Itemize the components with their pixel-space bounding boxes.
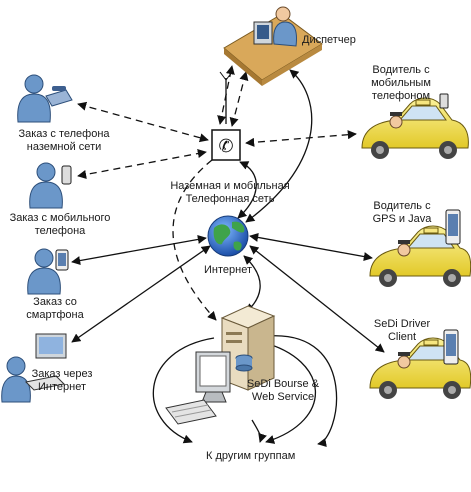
mobile-order-person bbox=[29, 162, 72, 209]
mobile-order-label-line2: телефона bbox=[34, 225, 86, 237]
smartphone-order-label: Заказ со смартфона bbox=[10, 296, 100, 322]
link-internet-driver-client bbox=[249, 245, 385, 353]
driver-gps-label: Водитель с GPS и Java bbox=[362, 200, 442, 226]
landline-order-label: Заказ с телефона наземной сети bbox=[8, 128, 120, 154]
svg-text:✆: ✆ bbox=[218, 136, 233, 157]
dispatcher-label: Диспетчер bbox=[302, 34, 356, 46]
mobile-order-label: Заказ с мобильного телефона bbox=[0, 212, 120, 238]
taxi-driver-client bbox=[369, 329, 471, 399]
desk-icon bbox=[223, 13, 323, 81]
landline-order-label-line1: Заказ с телефона bbox=[18, 128, 110, 140]
driver-mobile-label-line3: телефоном bbox=[371, 90, 431, 102]
taxi-driver-gps bbox=[369, 209, 471, 287]
internet-label: Интернет bbox=[204, 264, 252, 276]
driver-mobile-label-line1: Водитель с bbox=[372, 64, 430, 76]
driver-client-label: SeDi Driver Client bbox=[364, 318, 440, 344]
link-server-other-mid bbox=[251, 419, 267, 443]
other-groups-label: К другим группам bbox=[206, 450, 296, 462]
driver-mobile-label: Водитель с мобильным телефоном bbox=[356, 64, 446, 103]
link-internet-order-internet bbox=[71, 245, 211, 343]
person-icon bbox=[29, 162, 63, 209]
taxi-icon bbox=[361, 97, 469, 159]
mobile-phone-icon bbox=[61, 165, 72, 185]
internet-order-label: Заказ через Интернет bbox=[22, 368, 102, 394]
server-label-line1: SeDi Bourse & bbox=[246, 378, 320, 390]
keyboard-icon bbox=[24, 375, 66, 391]
phone-network-label-line1: Наземная и мобильная bbox=[170, 180, 290, 192]
person-icon bbox=[389, 112, 403, 129]
driver-gps-label-line1: Водитель с bbox=[373, 200, 431, 212]
phone-network-label-line2: Телефонная сеть bbox=[185, 193, 275, 205]
landline-order-label-line2: наземной сети bbox=[26, 141, 102, 153]
person-icon bbox=[17, 74, 51, 123]
smartphone-order-label-line1: Заказ со bbox=[33, 296, 77, 308]
globe-icon bbox=[207, 215, 249, 257]
driver-client-label-line2: Client bbox=[387, 331, 417, 343]
smartphone-order-person bbox=[27, 248, 69, 295]
keyboard-icon bbox=[165, 399, 217, 425]
connections bbox=[71, 65, 385, 447]
mobile-phone-icon bbox=[439, 93, 449, 109]
person-icon bbox=[1, 356, 31, 403]
link-server-other-left bbox=[152, 337, 215, 444]
internet-order-person bbox=[1, 333, 67, 403]
link-server-other-right bbox=[261, 341, 317, 444]
mobile-order-label-line1: Заказ с мобильного bbox=[9, 212, 111, 224]
link-internet-phone-network bbox=[237, 161, 257, 219]
link-internet-driver-gps bbox=[249, 232, 373, 262]
link-landline-phone-network bbox=[77, 101, 209, 143]
link-phone-network-driver-mobile bbox=[245, 130, 357, 147]
server-label-line2: Web Service bbox=[251, 391, 315, 403]
landline-order-person bbox=[17, 74, 73, 123]
person-icon bbox=[397, 352, 411, 369]
dispatcher-desk bbox=[223, 6, 323, 86]
internet-order-label-line1: Заказ через bbox=[31, 368, 93, 380]
driver-mobile-label-line2: мобильным bbox=[371, 77, 431, 89]
driver-gps-label-line2: GPS и Java bbox=[372, 213, 432, 225]
person-icon bbox=[397, 240, 411, 257]
link-server-other-far-right bbox=[267, 335, 338, 447]
link-mobile-phone-network bbox=[77, 149, 207, 179]
link-phone-network-dispatcher bbox=[229, 71, 249, 127]
link-smartphone-internet bbox=[71, 234, 207, 266]
link-internet-dispatcher bbox=[245, 69, 313, 223]
server-icon bbox=[165, 305, 276, 425]
phone-network-icon bbox=[45, 86, 73, 107]
server-label: SeDi Bourse & Web Service bbox=[240, 378, 326, 404]
driver-client-label-line1: SeDi Driver bbox=[373, 318, 431, 330]
person-icon bbox=[27, 248, 61, 295]
internet-order-label-line2: Интернет bbox=[38, 381, 86, 393]
phone-network-icon: ✆ bbox=[211, 71, 241, 161]
taxi-driver-mobile bbox=[361, 93, 469, 159]
phone-network-label: Наземная и мобильная Телефонная сеть bbox=[160, 180, 300, 206]
smartphone-order-label-line2: смартфона bbox=[26, 309, 84, 321]
person-icon bbox=[273, 6, 297, 47]
